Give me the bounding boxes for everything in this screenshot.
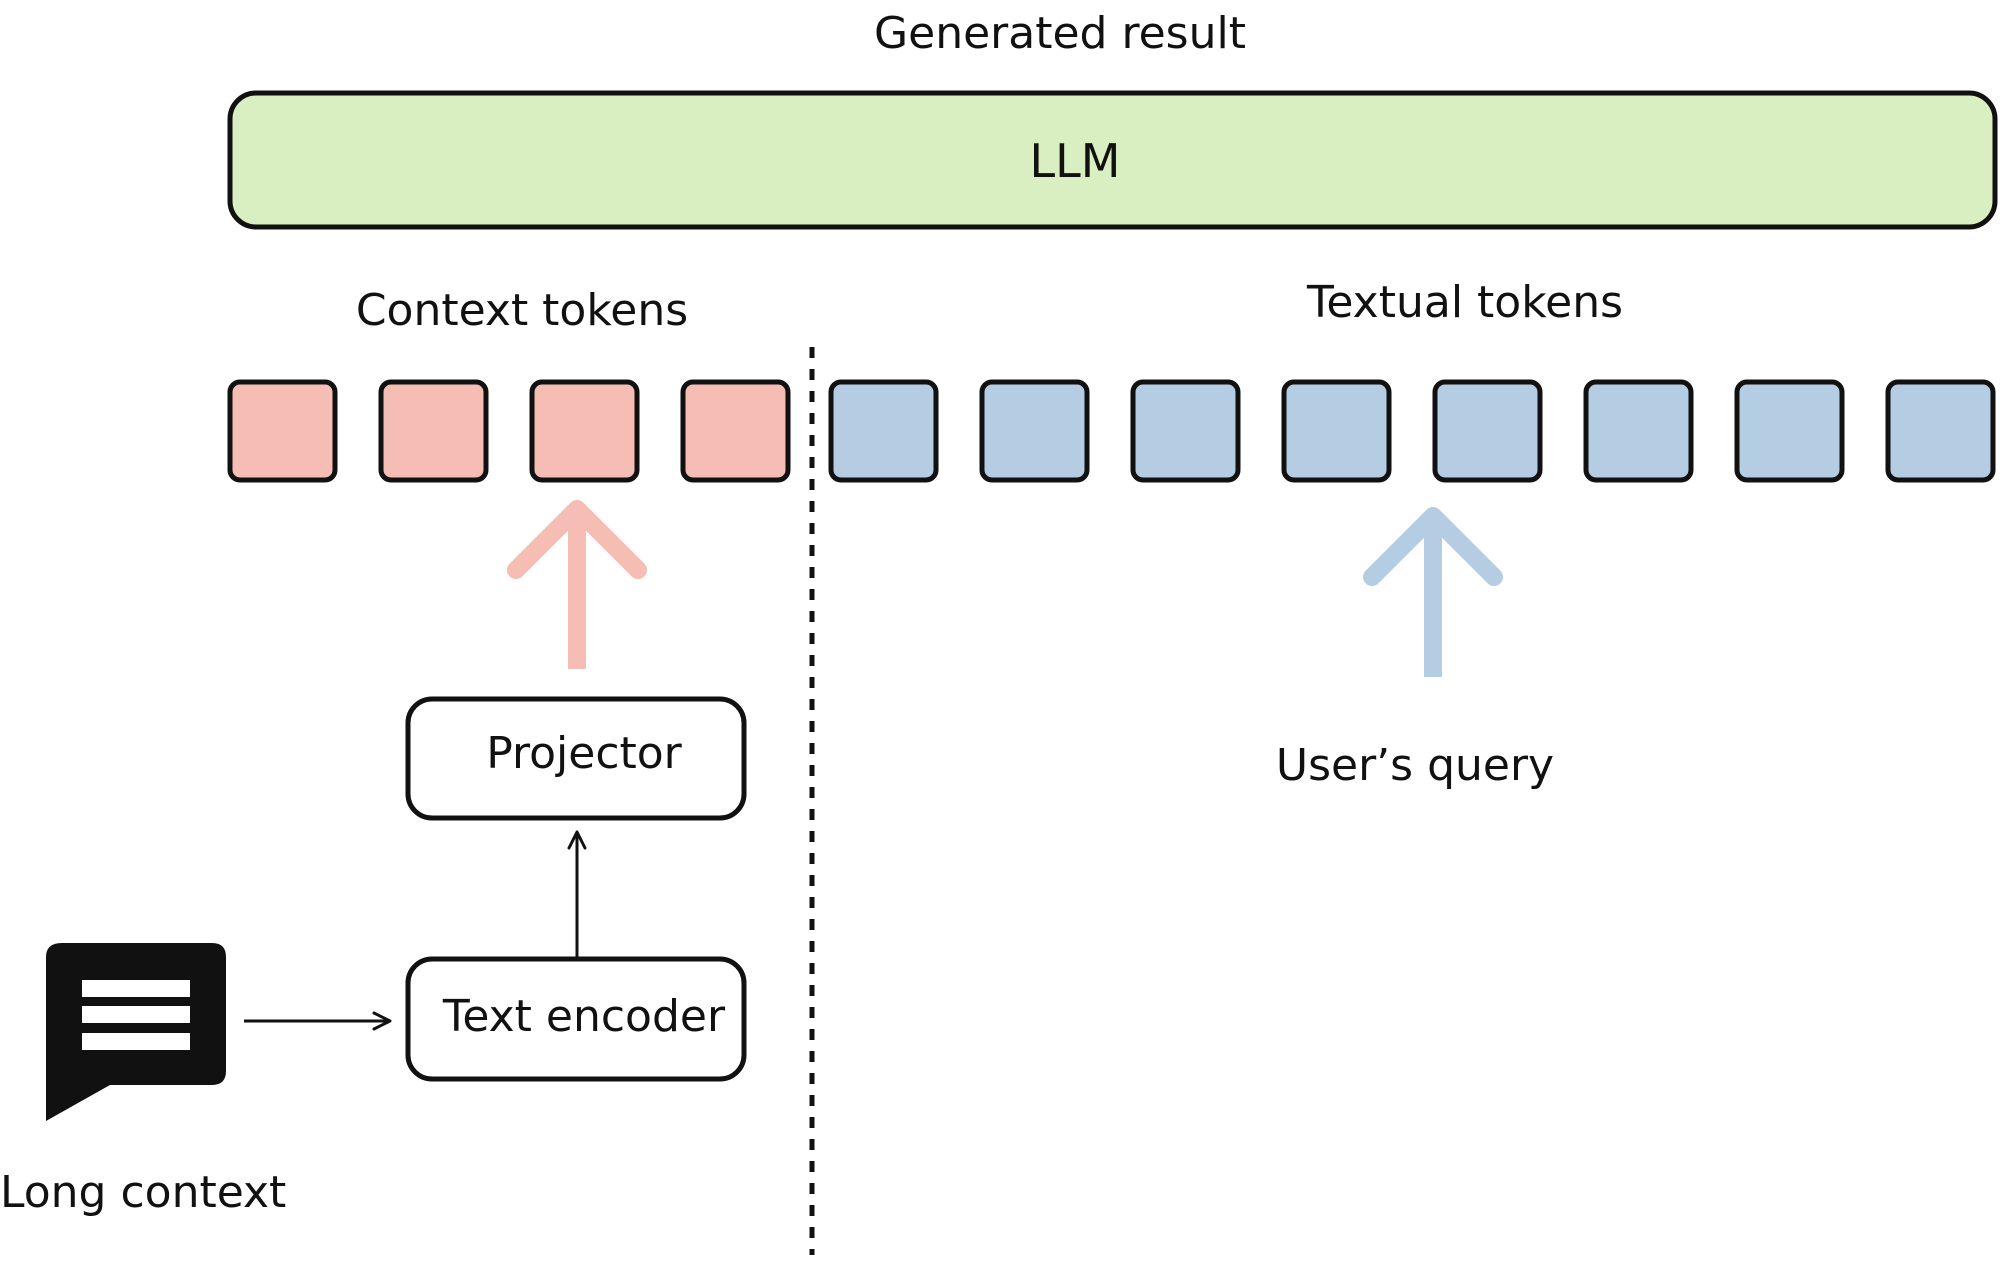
textual-token-7 [1734, 379, 1845, 483]
text-encoder-block: Text encoder [405, 956, 747, 1082]
projector-box [405, 696, 747, 821]
textual-tokens-label: Textual tokens [1306, 277, 1623, 328]
user-query-label: User’s query [1276, 740, 1554, 791]
context-token-row [227, 379, 791, 483]
textual-token-5 [1432, 379, 1543, 483]
llm-box [227, 90, 1998, 230]
context-tokens-label: Context tokens [356, 285, 688, 336]
textual-token-2 [979, 379, 1090, 483]
context-token-4 [680, 379, 791, 483]
projector-block: Projector [405, 696, 747, 821]
chat-bubble-document-icon [46, 943, 226, 1121]
projector-label: Projector [486, 728, 682, 779]
context-arrow [507, 500, 647, 669]
query-arrow [1363, 507, 1503, 677]
long-context-label: Long context [0, 1167, 286, 1218]
llm-label: LLM [1030, 134, 1121, 188]
textual-token-8 [1885, 379, 1996, 483]
textual-token-3 [1130, 379, 1241, 483]
text-encoder-box [405, 956, 747, 1082]
generated-result-label: Generated result [874, 8, 1246, 59]
textual-token-row [828, 379, 1996, 483]
text-encoder-label: Text encoder [442, 991, 726, 1042]
textual-token-1 [828, 379, 939, 483]
context-token-2 [378, 379, 489, 483]
context-token-3 [529, 379, 640, 483]
textual-token-4 [1281, 379, 1392, 483]
llm-block: LLM [227, 90, 1998, 230]
context-token-1 [227, 379, 338, 483]
textual-token-6 [1583, 379, 1694, 483]
